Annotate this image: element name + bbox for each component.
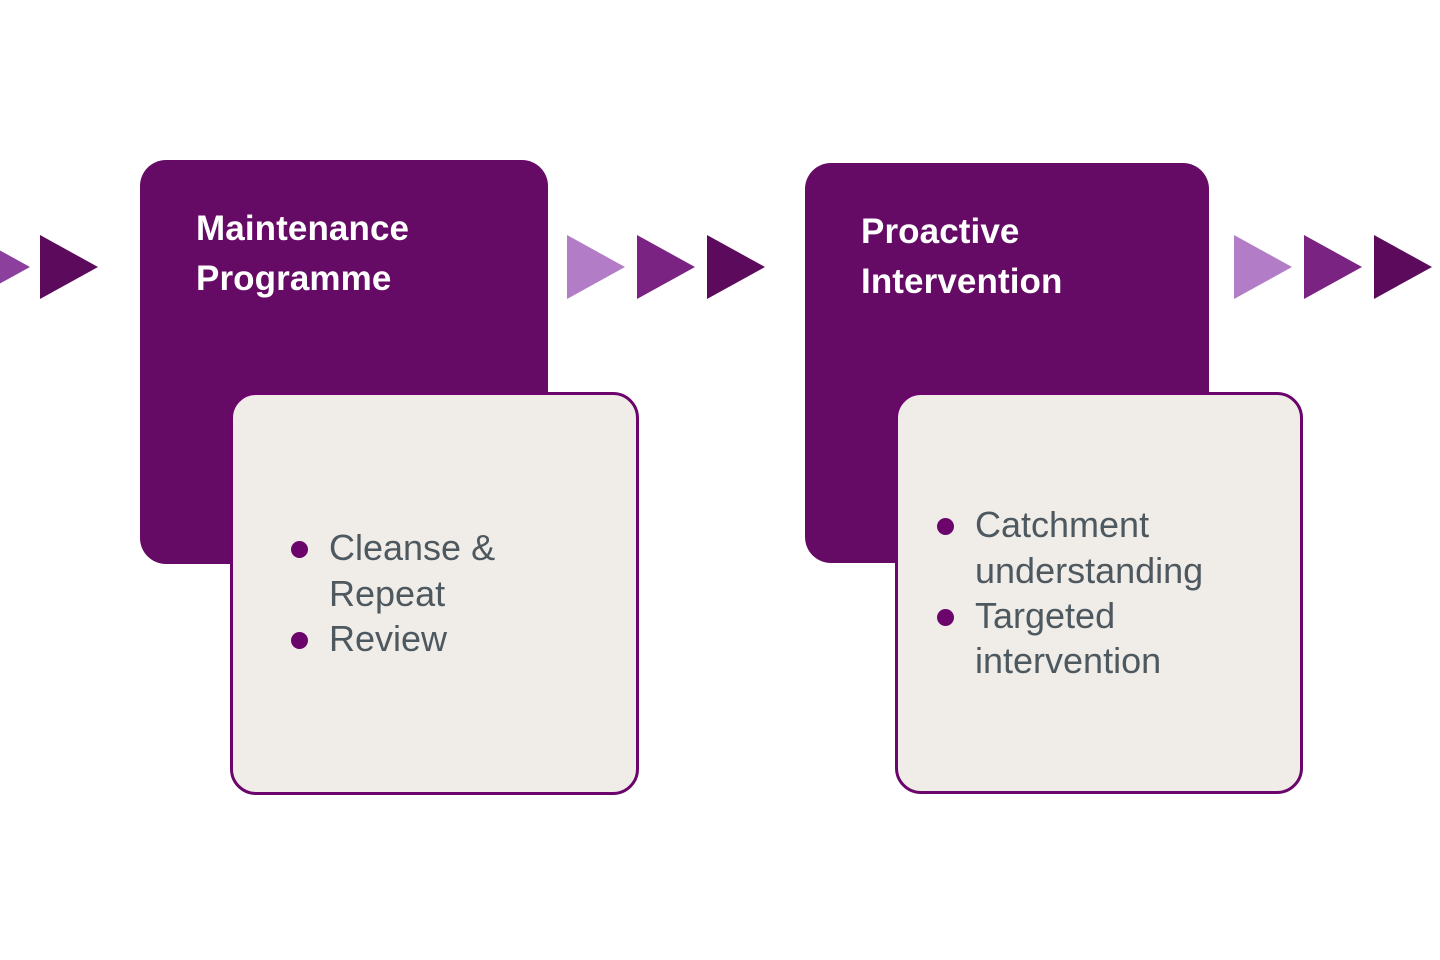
arrow-dark-icon: [1374, 235, 1432, 299]
arrow-light-icon: [567, 235, 625, 299]
arrow-light-icon: [0, 235, 30, 299]
list-item: Review: [288, 616, 614, 661]
connector-middle: [567, 235, 765, 299]
list-item: Targeted intervention: [934, 593, 1282, 684]
connector-left-edge: [0, 235, 98, 299]
arrow-dark-icon: [707, 235, 765, 299]
arrow-dark-icon: [40, 235, 98, 299]
stage-card-proactive-intervention[interactable]: Catchment understanding Targeted interve…: [895, 392, 1303, 794]
bullet-list: Cleanse & Repeat Review: [288, 525, 614, 661]
stage-title: Maintenance Programme: [196, 209, 410, 298]
bullet-list: Catchment understanding Targeted interve…: [934, 502, 1282, 683]
stage-card-maintenance-programme[interactable]: Cleanse & Repeat Review: [230, 392, 639, 795]
list-item: Catchment understanding: [934, 502, 1282, 593]
list-item: Cleanse & Repeat: [288, 525, 614, 616]
connector-right-edge: [1234, 235, 1432, 299]
stage-title: Proactive Intervention: [861, 212, 1063, 301]
arrow-medium-icon: [1304, 235, 1362, 299]
arrow-light-icon: [1234, 235, 1292, 299]
arrow-medium-icon: [637, 235, 695, 299]
